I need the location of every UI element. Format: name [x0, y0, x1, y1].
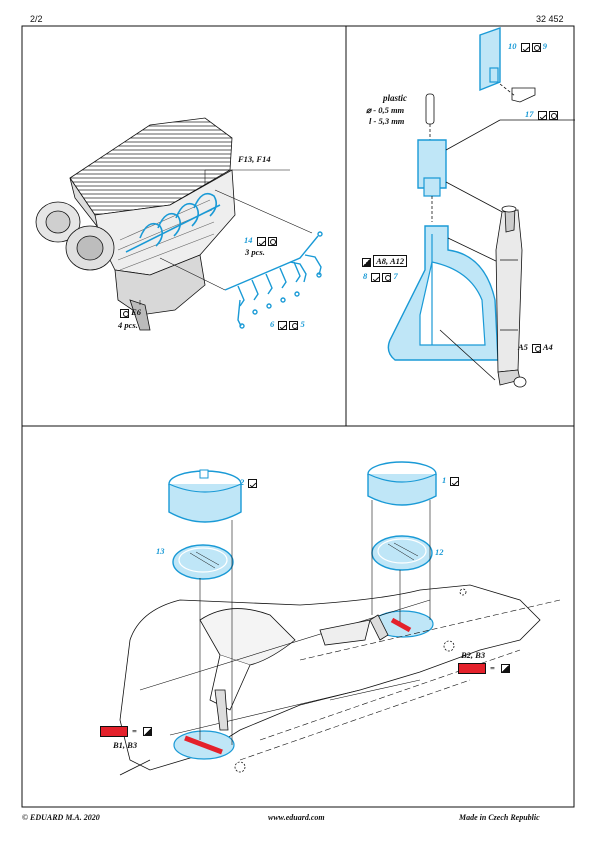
panel-frames — [21, 25, 575, 808]
part-number-17: 17 — [525, 109, 534, 119]
part-code-a4: A4 — [542, 342, 553, 352]
label-part-17: 17 — [525, 110, 558, 120]
page-number: 2/2 — [30, 14, 43, 24]
label-part-1: 1 — [442, 475, 460, 486]
cut-icon — [120, 308, 129, 318]
plastic-title: plastic — [383, 93, 407, 103]
fold-icon — [450, 476, 460, 486]
label-part-10-9: 10 9 — [508, 42, 547, 52]
part-number-6: 6 — [270, 319, 275, 329]
fold-icon — [537, 110, 547, 120]
paint-icon-b2 — [501, 664, 510, 673]
label-part-13: 13 — [156, 546, 165, 556]
label-part-2: 2 — [240, 477, 258, 488]
canopy-ring-1 — [367, 461, 437, 506]
fold-icon — [256, 236, 266, 246]
part-code-e6: E6 — [131, 307, 142, 317]
copyright: © EDUARD M.A. 2020 — [22, 813, 100, 822]
website: www.eduard.com — [268, 813, 325, 822]
cut-icon — [532, 343, 542, 353]
label-e6: E6 — [118, 308, 141, 318]
label-f13-f14: F13, F14 — [238, 154, 271, 164]
cut-icon — [267, 236, 277, 246]
canopy-drawing — [119, 584, 561, 776]
fold-icon — [278, 320, 288, 330]
bottom-frame — [21, 425, 575, 808]
cut-icon — [382, 272, 392, 282]
fold-icon — [371, 272, 381, 282]
label-part-8-7: 8 7 — [363, 272, 398, 282]
kit-code: 32 452 — [536, 14, 564, 24]
part-code-a8: A8, A12 — [373, 255, 408, 267]
canopy-ring-2 — [168, 469, 242, 523]
plastic-length: l - 5,3 mm — [369, 116, 405, 126]
canopy-leaders — [199, 500, 431, 745]
part-number-7: 7 — [393, 271, 398, 281]
origin: Made in Czech Republic — [459, 813, 540, 822]
label-a8-a12: A8, A12 — [360, 255, 408, 267]
part-number-5: 5 — [300, 319, 305, 329]
part-code-a5: A5 — [518, 342, 528, 352]
paint-icon-b1 — [143, 727, 152, 736]
label-part-12: 12 — [435, 547, 444, 557]
engine-drawing — [35, 117, 323, 331]
canopy-lens-12 — [371, 535, 433, 571]
part-number-1: 1 — [442, 475, 447, 485]
red-swatch-b2 — [458, 663, 486, 674]
cut-icon — [548, 110, 558, 120]
label-part-14: 14 — [244, 236, 277, 246]
canopy-lens-13 — [172, 544, 234, 580]
fold-icon — [520, 42, 530, 52]
part-number-14: 14 — [244, 235, 253, 245]
label-4pcs: 4 pcs. — [118, 320, 138, 330]
equals-b1: = — [132, 726, 137, 736]
cut-icon — [289, 320, 299, 330]
label-part-6-5: 6 5 — [270, 320, 305, 330]
part-number-2: 2 — [240, 477, 245, 487]
label-a5-a4: A5 A4 — [518, 343, 553, 353]
label-b2-b3: B2, B3 — [461, 650, 486, 660]
part-number-10: 10 — [508, 41, 517, 51]
plastic-diameter: ⌀ - 0,5 mm — [366, 105, 405, 115]
paint-icon — [362, 257, 371, 267]
label-b1-b3: B1, B3 — [113, 740, 138, 750]
equals-b2: = — [490, 663, 495, 673]
red-swatch-b1 — [100, 726, 128, 737]
part-number-8: 8 — [363, 271, 368, 281]
cut-icon — [531, 42, 541, 52]
label-3pcs: 3 pcs. — [245, 247, 265, 257]
fold-icon — [248, 478, 258, 488]
bracket-drawing — [387, 27, 575, 388]
part-number-9: 9 — [542, 41, 547, 51]
